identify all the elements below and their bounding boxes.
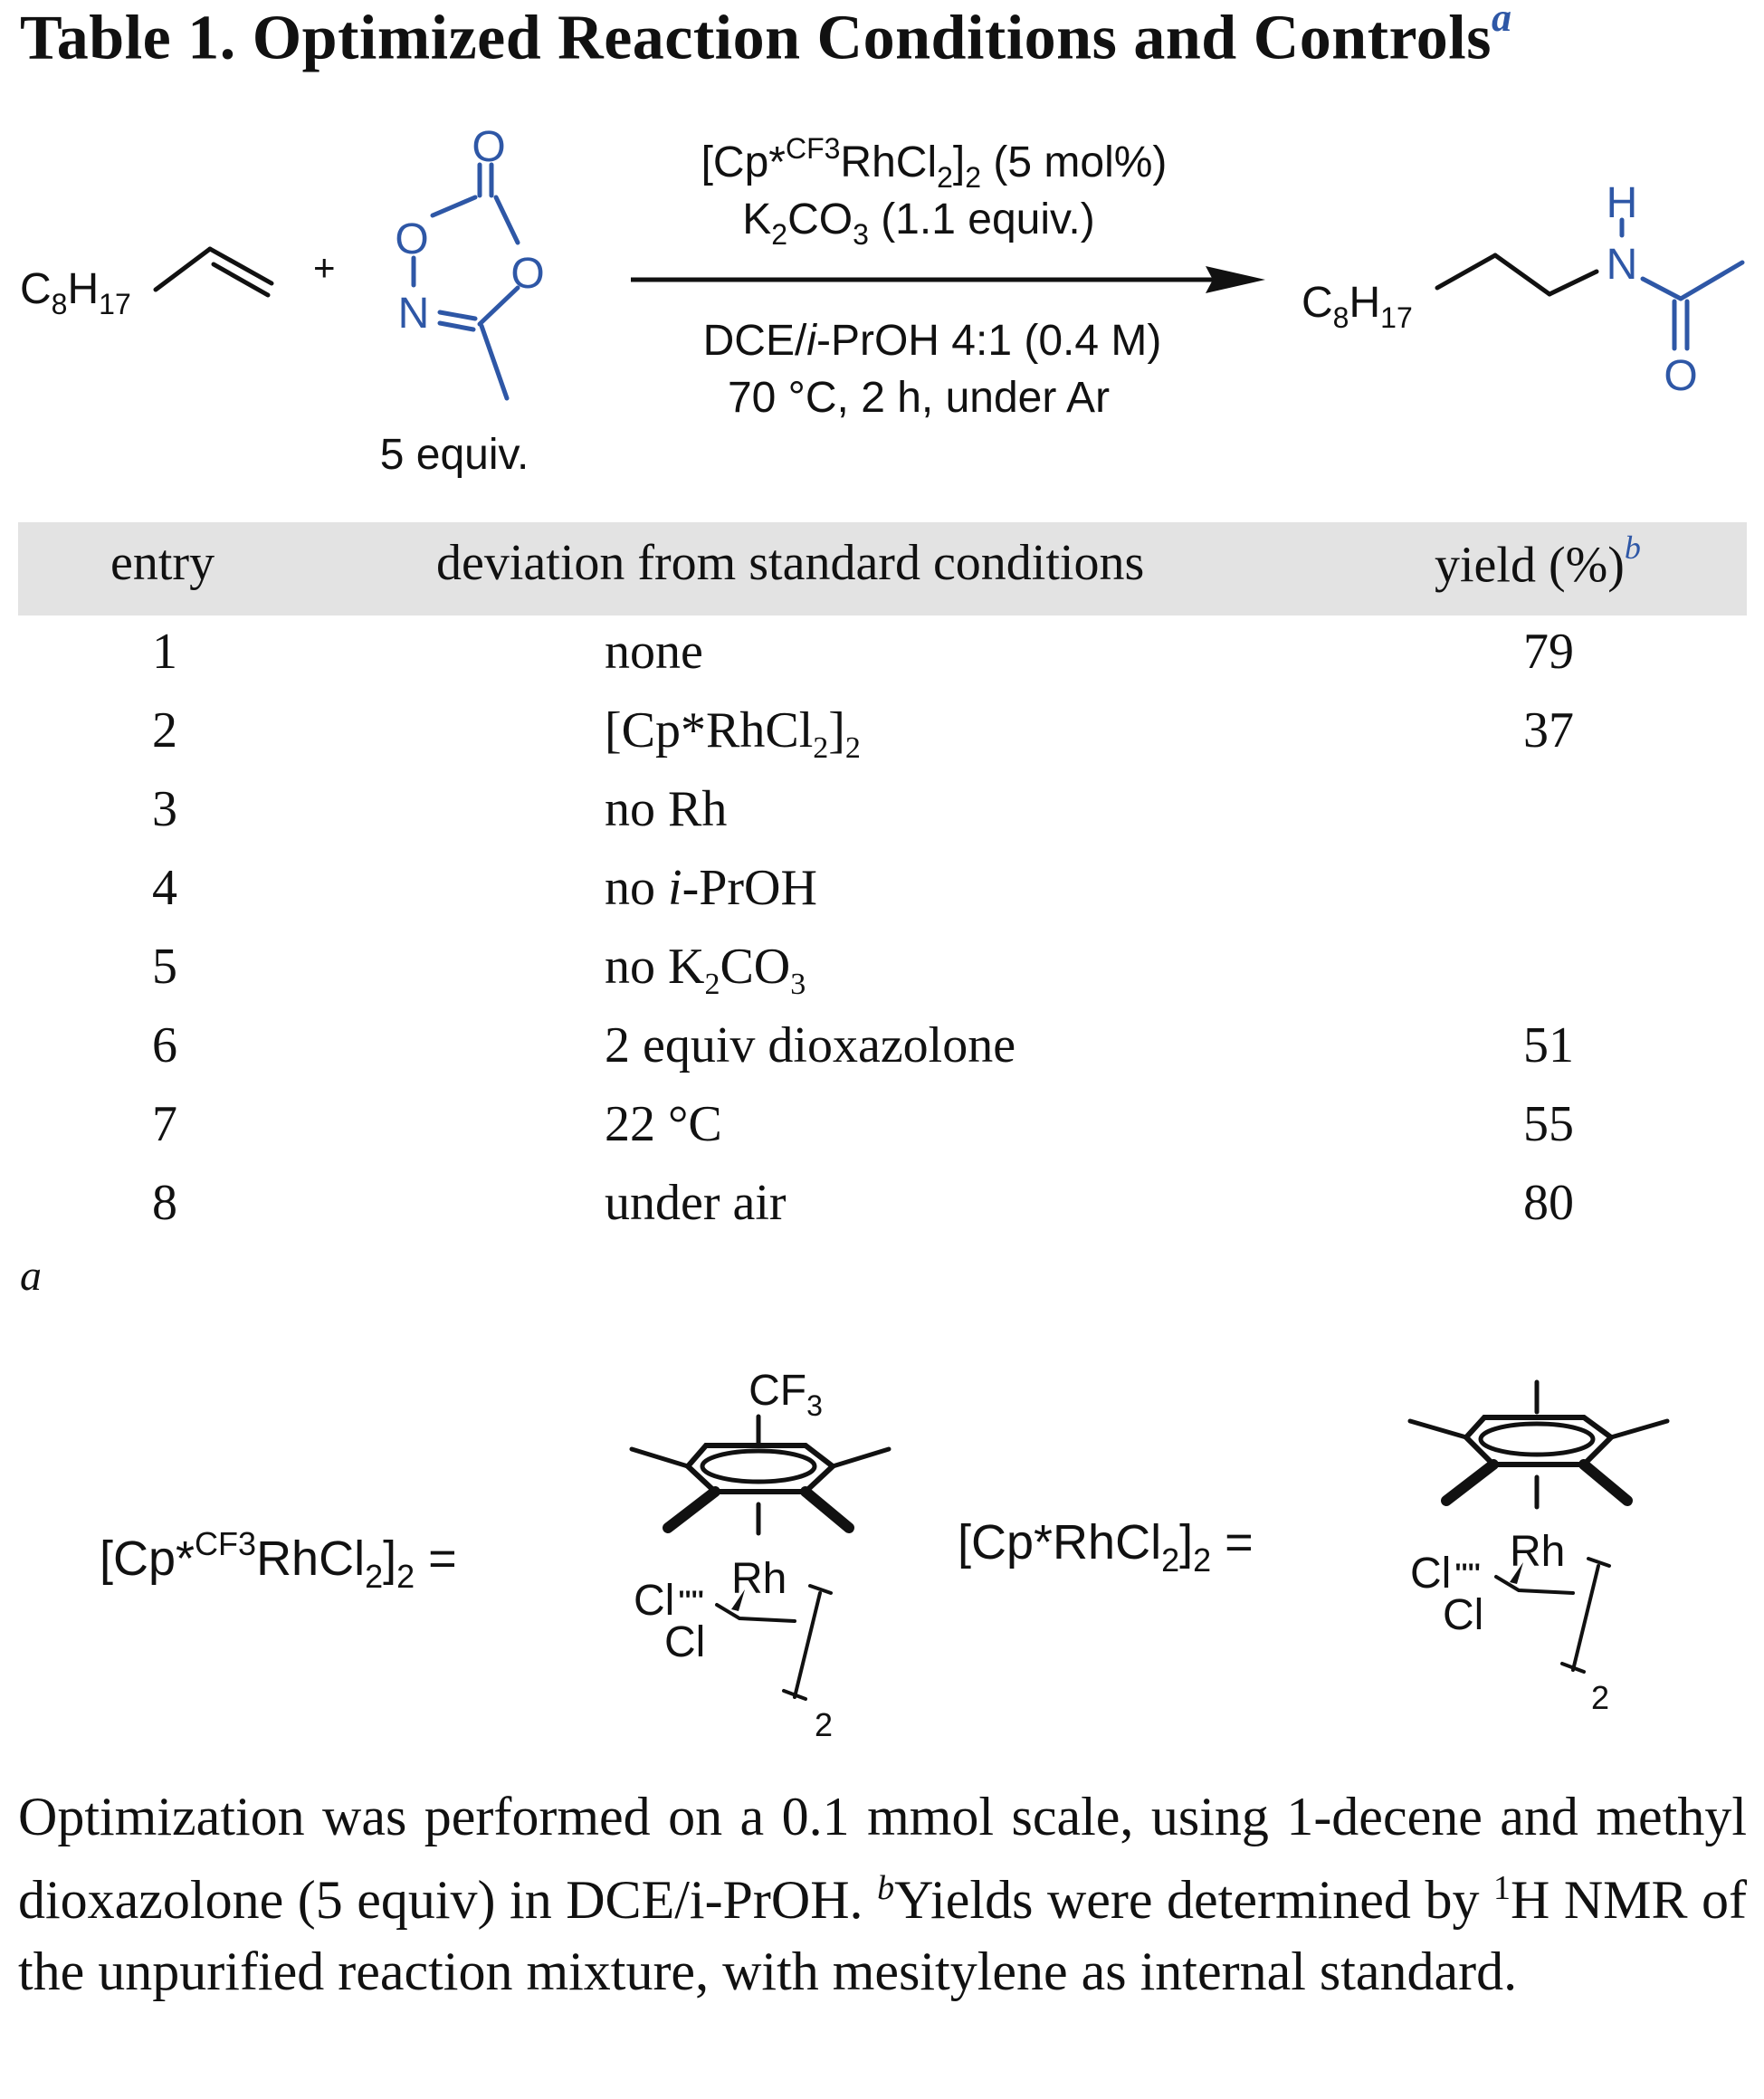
catalyst2-label: [Cp*RhCl2]2 = xyxy=(958,1515,1254,1579)
reagent-amount: 5 equiv. xyxy=(380,431,529,479)
catalyst2-ligand2: Cl xyxy=(1443,1591,1483,1639)
catalyst1-structure: CF3 Rh Cl'''' Cl 2 xyxy=(629,1367,892,1743)
cell-yield: 51 xyxy=(1523,1017,1574,1073)
catalyst1-metal: Rh xyxy=(731,1555,787,1603)
cell-yield: 79 xyxy=(1523,624,1574,680)
reaction-scheme: C8H17 + O O O N 5 equiv. [Cp*CF3RhCl2]2 … xyxy=(20,123,1745,479)
conditions-catalyst: [Cp*CF3RhCl2]2 (5 mol%) xyxy=(701,132,1168,194)
cell-yield: 80 xyxy=(1523,1175,1574,1231)
product-atom-h: H xyxy=(1607,179,1638,227)
conditions-temp: 70 °C, 2 h, under Ar xyxy=(728,374,1110,422)
catalyst1-dimer-count: 2 xyxy=(815,1706,833,1743)
cell-entry: 1 xyxy=(152,624,177,680)
cell-entry: 2 xyxy=(152,702,177,759)
reagent-atom-carbonyl-o: O xyxy=(472,123,505,171)
table-footnote: Optimization was performed on a 0.1 mmol… xyxy=(18,1787,1748,2001)
cell-deviation: no i-PrOH xyxy=(605,860,817,916)
cell-yield: 55 xyxy=(1523,1096,1574,1152)
cell-deviation: 22 °C xyxy=(605,1096,722,1152)
footnote-a-mark: a xyxy=(20,1252,42,1300)
title-footnote-mark: a xyxy=(1492,0,1512,40)
header-deviation: deviation from standard conditions xyxy=(436,535,1145,591)
header-yield: yield (%)b xyxy=(1435,530,1641,594)
conditions-solvent: DCE/i-PrOH 4:1 (0.4 M) xyxy=(703,317,1162,365)
conditions-base: K2CO3 (1.1 equiv.) xyxy=(742,196,1095,251)
cell-deviation: no Rh xyxy=(605,781,728,837)
catalyst-structures: [Cp*CF3RhCl2]2 = [Cp*RhCl2]2 = CF3 Rh Cl… xyxy=(100,1367,1670,1743)
cell-deviation: none xyxy=(605,624,703,680)
footnote-b-mark: b xyxy=(877,1869,895,1907)
header-entry: entry xyxy=(110,535,215,591)
table-title: Table 1. Optimized Reaction Conditions a… xyxy=(20,0,1512,74)
catalyst2-structure: Rh Cl'''' Cl 2 xyxy=(1407,1379,1670,1716)
cell-deviation: 2 equiv dioxazolone xyxy=(605,1017,1016,1073)
cell-deviation: no K2CO3 xyxy=(605,939,806,1002)
reagent-atom-n: N xyxy=(398,290,430,338)
reactant1-label: C8H17 xyxy=(20,265,131,320)
cell-entry: 7 xyxy=(152,1096,177,1152)
reagent-atom-ring-o-left: O xyxy=(395,215,428,263)
catalyst1-substituent: CF3 xyxy=(749,1367,823,1422)
cell-entry: 3 xyxy=(152,781,177,837)
cell-entry: 6 xyxy=(152,1017,177,1073)
plus-sign: + xyxy=(313,246,336,289)
catalyst2-metal: Rh xyxy=(1510,1528,1565,1576)
cell-deviation: [Cp*RhCl2]2 xyxy=(605,702,861,766)
product-label: C8H17 xyxy=(1302,279,1413,334)
reagent-atom-ring-o-right: O xyxy=(510,250,544,298)
product-atom-n: N xyxy=(1607,241,1638,289)
cell-entry: 5 xyxy=(152,939,177,995)
cell-yield: 37 xyxy=(1523,702,1574,759)
cell-entry: 8 xyxy=(152,1175,177,1231)
catalyst1-ligand2: Cl xyxy=(664,1618,705,1666)
catalyst2-dimer-count: 2 xyxy=(1591,1679,1609,1716)
catalyst1-label: [Cp*CF3RhCl2]2 = xyxy=(100,1525,457,1595)
cell-deviation: under air xyxy=(605,1175,787,1231)
reaction-arrow xyxy=(631,266,1265,293)
product-atom-o: O xyxy=(1664,352,1697,400)
table-header-row xyxy=(18,522,1747,615)
cell-entry: 4 xyxy=(152,860,177,916)
